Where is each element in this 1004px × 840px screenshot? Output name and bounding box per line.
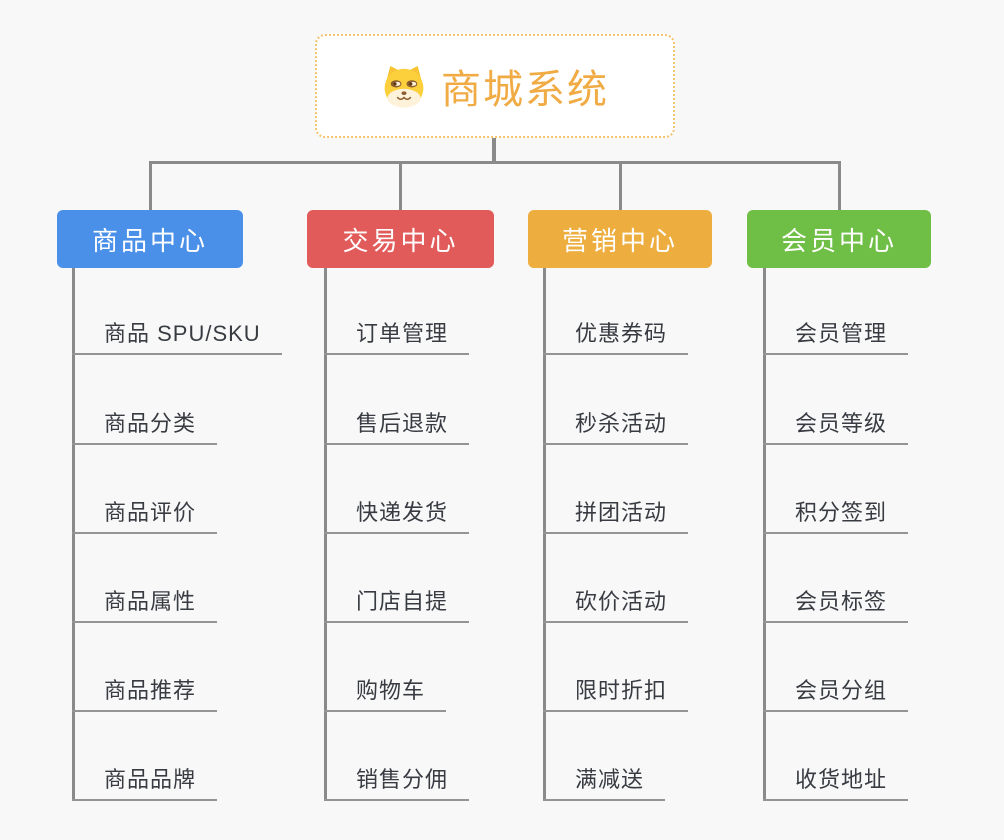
leaf-node[interactable]: 拼团活动 [543,500,689,534]
leaf-node[interactable]: 积分签到 [763,500,909,534]
leaf-node[interactable]: 秒杀活动 [543,411,689,445]
leaf-node[interactable]: 订单管理 [324,321,470,355]
leaf-node[interactable]: 砍价活动 [543,589,689,623]
connector-trunk [763,268,766,801]
connector-trunk [72,268,75,801]
leaf-node[interactable]: 快递发货 [324,500,470,534]
connector-drop [399,163,402,210]
connector-drop [837,163,841,210]
leaf-node[interactable]: 收货地址 [763,767,909,801]
connector-root-drop [492,138,496,164]
leaf-node[interactable]: 售后退款 [324,411,470,445]
leaf-node[interactable]: 优惠券码 [543,321,689,355]
leaf-node[interactable]: 销售分佣 [324,767,470,801]
leaf-node[interactable]: 限时折扣 [543,678,689,712]
root-title: 商城系统 [441,68,609,112]
leaf-node[interactable]: 商品属性 [72,589,218,623]
leaf-node[interactable]: 商品分类 [72,411,218,445]
branch-node[interactable]: 交易中心 [307,210,494,268]
leaf-node[interactable]: 会员管理 [763,321,909,355]
branch-node[interactable]: 营销中心 [528,210,712,268]
connector-bus [149,161,841,164]
connector-trunk [543,268,546,801]
leaf-node[interactable]: 会员标签 [763,589,909,623]
leaf-node[interactable]: 购物车 [324,678,447,712]
connector-trunk [324,268,327,801]
connector-drop [618,163,622,210]
leaf-node[interactable]: 商品评价 [72,500,218,534]
root-node[interactable]: 商城系统 [315,34,675,138]
leaf-node[interactable]: 满减送 [543,767,666,801]
leaf-node[interactable]: 商品 SPU/SKU [72,321,282,355]
leaf-node[interactable]: 会员等级 [763,411,909,445]
leaf-node[interactable]: 商品推荐 [72,678,218,712]
connector-drop [148,163,152,210]
branch-node[interactable]: 商品中心 [57,210,243,268]
leaf-node[interactable]: 门店自提 [324,589,470,623]
leaf-node[interactable]: 商品品牌 [72,767,218,801]
leaf-node[interactable]: 会员分组 [763,678,909,712]
branch-node[interactable]: 会员中心 [747,210,931,268]
dog-face-icon [384,65,424,108]
